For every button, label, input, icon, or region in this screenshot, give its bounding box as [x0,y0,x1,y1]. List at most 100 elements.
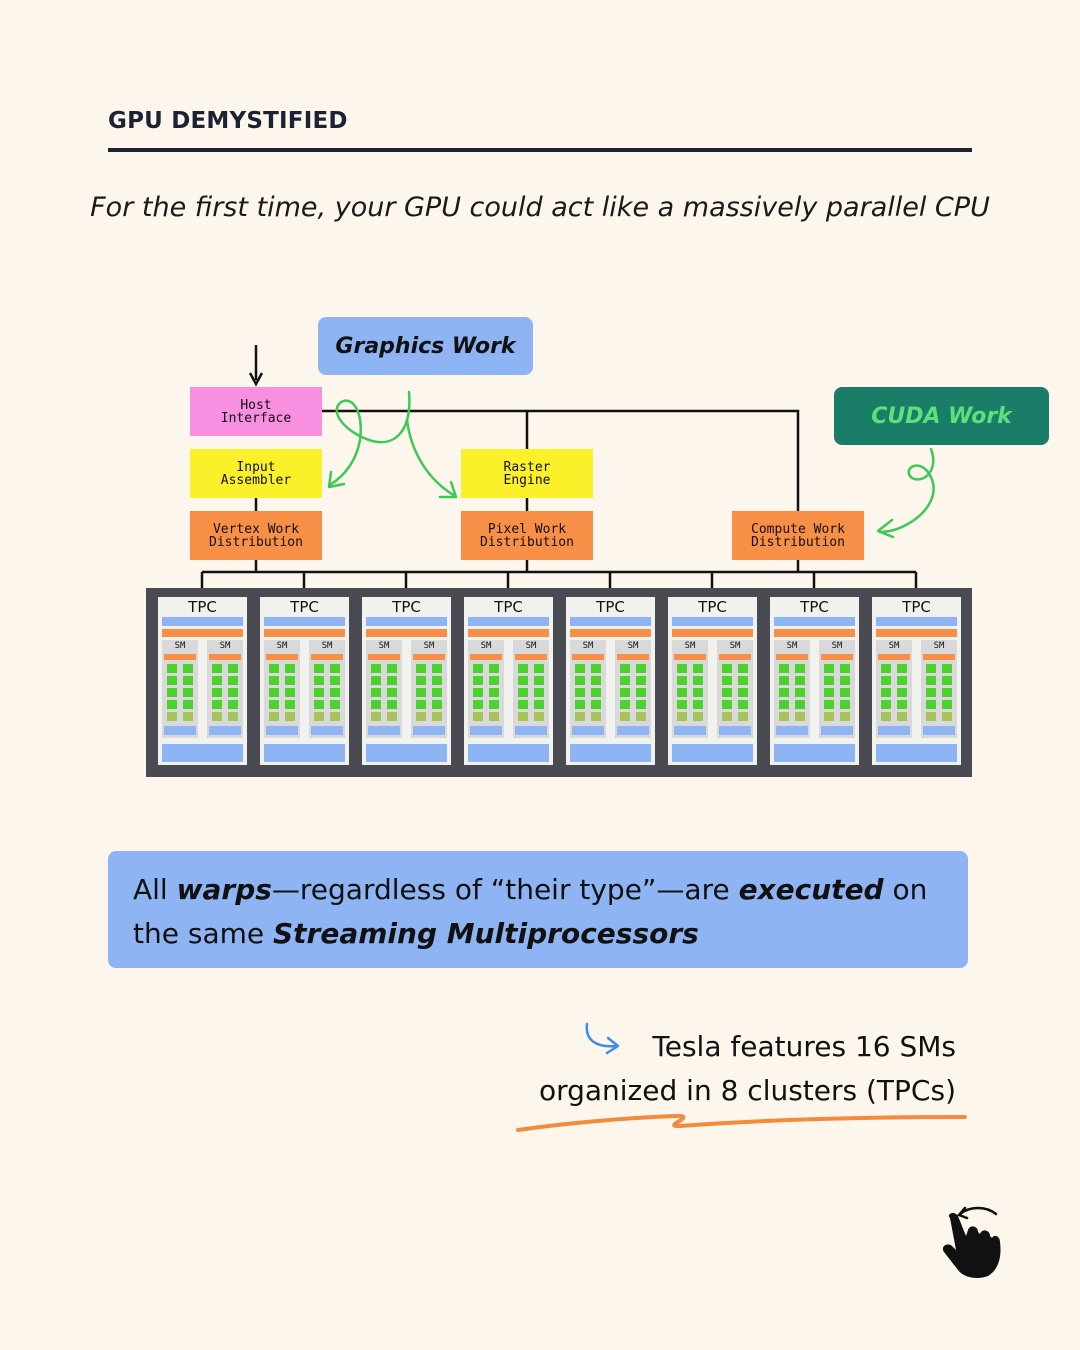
tpc-label: TPC [596,598,625,616]
sm-core [489,688,499,697]
sm-label: SM [582,641,594,651]
sm-core [693,700,703,709]
sm-label: SM [786,641,798,651]
sm-core [795,676,805,685]
sm-label: SM [378,641,390,651]
sm-label: SM [174,641,186,651]
sm-core [473,664,483,673]
sm-core [518,688,528,697]
sm-core [575,712,585,721]
note-line-2: organized in 8 clusters (TPCs) [538,1074,956,1107]
tpc-unit-bar [264,617,345,626]
sm-core [779,664,789,673]
tpc-label: TPC [800,598,829,616]
sm-unit-bar [311,654,343,660]
tpc-unit-bar [672,744,753,762]
sm-block: SM [876,640,912,738]
sm-core [575,676,585,685]
sm-core [677,712,687,721]
sm-core [285,688,295,697]
sm-core [693,664,703,673]
sm-core [285,664,295,673]
sm-core [183,664,193,673]
sm-core [167,664,177,673]
sm-core [489,700,499,709]
sm-block: SM [672,640,708,738]
sm-core [738,688,748,697]
sm-core [693,712,703,721]
callout-emph-sm: Streaming Multiprocessors [273,917,699,950]
page-title: GPU DEMYSTIFIED [108,108,348,134]
sm-core [489,676,499,685]
sm-unit-bar [266,726,298,735]
sm-core [518,664,528,673]
sm-core [285,676,295,685]
sm-core [285,700,295,709]
tpc-unit-bar [468,617,549,626]
sm-core [330,712,340,721]
compute-work-distribution: Compute Work Distribution [732,511,864,560]
sm-core [926,688,936,697]
sm-core [779,688,789,697]
sm-core [693,688,703,697]
cuda-work-label: CUDA Work [834,387,1049,445]
sm-label: SM [888,641,900,651]
sm-core [269,676,279,685]
sm-core [387,712,397,721]
sm-core [183,712,193,721]
sm-core [636,712,646,721]
callout-text-2: —regardless of “their type”—are [271,873,739,906]
sm-core [824,676,834,685]
sm-core [897,676,907,685]
input-assembler: Input Assembler [190,449,322,498]
sm-core [795,712,805,721]
sm-core [897,712,907,721]
raster-engine: Raster Engine [461,449,593,498]
sm-block: SM [717,640,753,738]
sm-label: SM [933,641,945,651]
sm-block: SM [819,640,855,738]
tpc-block: TPC SM SM [158,597,247,765]
sm-core [212,712,222,721]
sm-core [285,712,295,721]
sm-unit-bar [821,726,853,735]
tpc-unit-bar [366,629,447,637]
sm-core [636,700,646,709]
tpc-unit-bar [876,744,957,762]
tpc-unit-bar [876,629,957,637]
vertex-work-distribution: Vertex Work Distribution [190,511,322,560]
sm-core [722,688,732,697]
sm-unit-bar [164,726,196,735]
sm-unit-bar [164,654,196,660]
tpc-unit-bar [774,629,855,637]
sm-core [314,664,324,673]
sm-unit-bar [470,726,502,735]
sm-core [212,700,222,709]
sm-unit-bar [470,654,502,660]
tpc-unit-bar [876,617,957,626]
header-divider [108,148,972,152]
sm-core [620,688,630,697]
sm-core [228,676,238,685]
sm-core [591,712,601,721]
sm-core [824,700,834,709]
sm-core [416,688,426,697]
sm-unit-bar [719,726,751,735]
sm-core [432,700,442,709]
sm-core [636,676,646,685]
sm-core [881,712,891,721]
sm-label: SM [219,641,231,651]
sm-core [881,688,891,697]
sm-core [534,700,544,709]
sm-core [824,712,834,721]
sm-core [167,688,177,697]
sm-core [167,676,177,685]
sm-core [591,676,601,685]
sm-core [620,700,630,709]
sm-unit-bar [719,654,751,660]
tpc-label: TPC [188,598,217,616]
sm-core [212,676,222,685]
